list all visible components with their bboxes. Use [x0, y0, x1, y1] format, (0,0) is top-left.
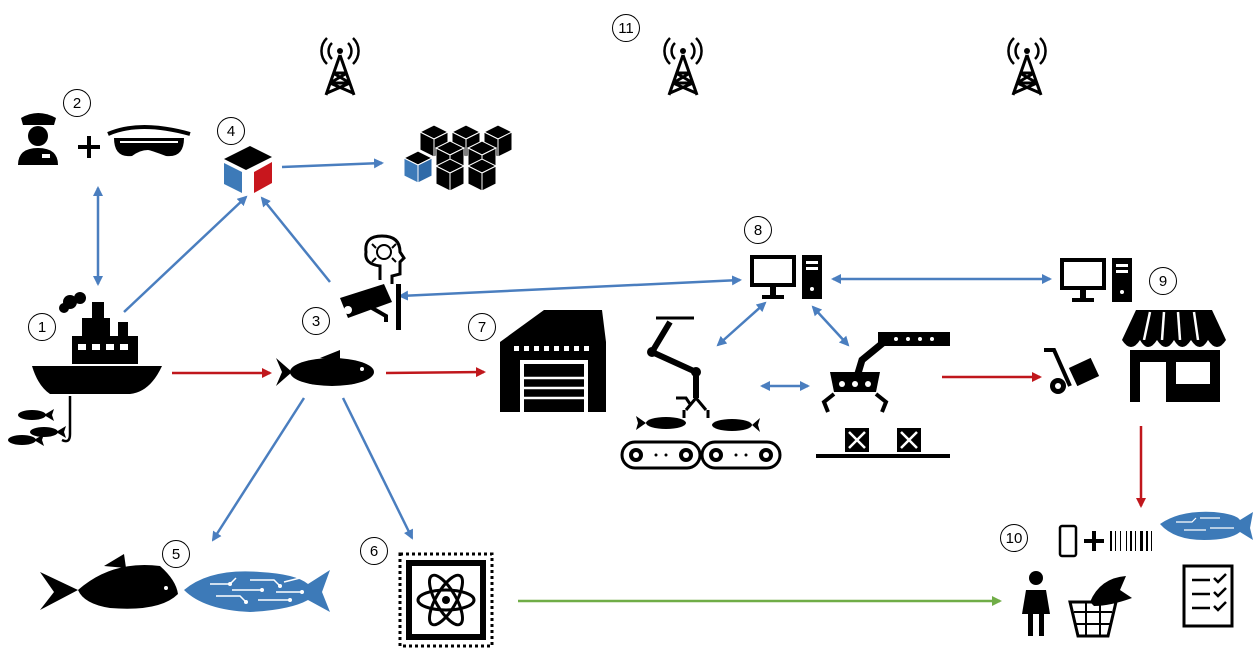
digital-twin-fish-icon: [184, 570, 330, 612]
conveyor-icon: [620, 440, 782, 470]
node-number-4: 4: [217, 117, 245, 145]
node-number-6: 6: [360, 537, 388, 565]
plus-icon: [1084, 531, 1104, 551]
node-number-3: 3: [302, 307, 330, 335]
node-number-7: 7: [468, 313, 496, 341]
quantum-chip-icon: [398, 552, 494, 648]
node-number-9: 9: [1149, 267, 1177, 295]
consumer-icon: [1022, 571, 1050, 636]
node-number-5: 5: [162, 540, 190, 568]
node-number-8: 8: [744, 216, 772, 244]
crates-icon: [816, 428, 950, 458]
node-number-10: 10: [1000, 524, 1028, 552]
block-icon: [224, 146, 272, 193]
ai-head-icon: [364, 234, 406, 284]
fishing-boat-icon: [32, 292, 162, 394]
fish-icon: [276, 350, 374, 386]
cell-tower-icon: [319, 36, 361, 97]
computer-icon: [1060, 258, 1132, 302]
store-icon: [1122, 310, 1226, 402]
security-camera-icon: [340, 284, 401, 330]
node-number-11: 11: [612, 14, 640, 42]
node-number-1: 1: [28, 313, 56, 341]
hand-truck-icon: [1044, 348, 1100, 394]
warehouse-icon: [500, 310, 606, 412]
fish-icon: [40, 554, 178, 610]
smartphone-icon: [1058, 524, 1078, 558]
vr-headset-icon: [107, 125, 191, 157]
computer-icon: [750, 255, 822, 299]
connection-arrows: [93, 158, 1146, 606]
plus-icon: [78, 136, 100, 158]
conveyor-fish-icon: [636, 416, 760, 432]
cell-tower-icon: [662, 36, 704, 97]
digital-twin-fish-icon: [1160, 511, 1253, 540]
robot-arm-icon: [821, 332, 950, 413]
cell-tower-icon: [1006, 36, 1048, 97]
shopping-basket-icon: [1068, 576, 1132, 638]
fish-hook-icon: [8, 396, 72, 446]
barcode-icon: [1110, 531, 1152, 551]
blockchain-icon: [402, 124, 514, 192]
police-officer-icon: [18, 113, 58, 165]
robot-arm-icon: [647, 316, 710, 418]
node-number-2: 2: [63, 89, 91, 117]
checklist-icon: [1182, 564, 1234, 628]
